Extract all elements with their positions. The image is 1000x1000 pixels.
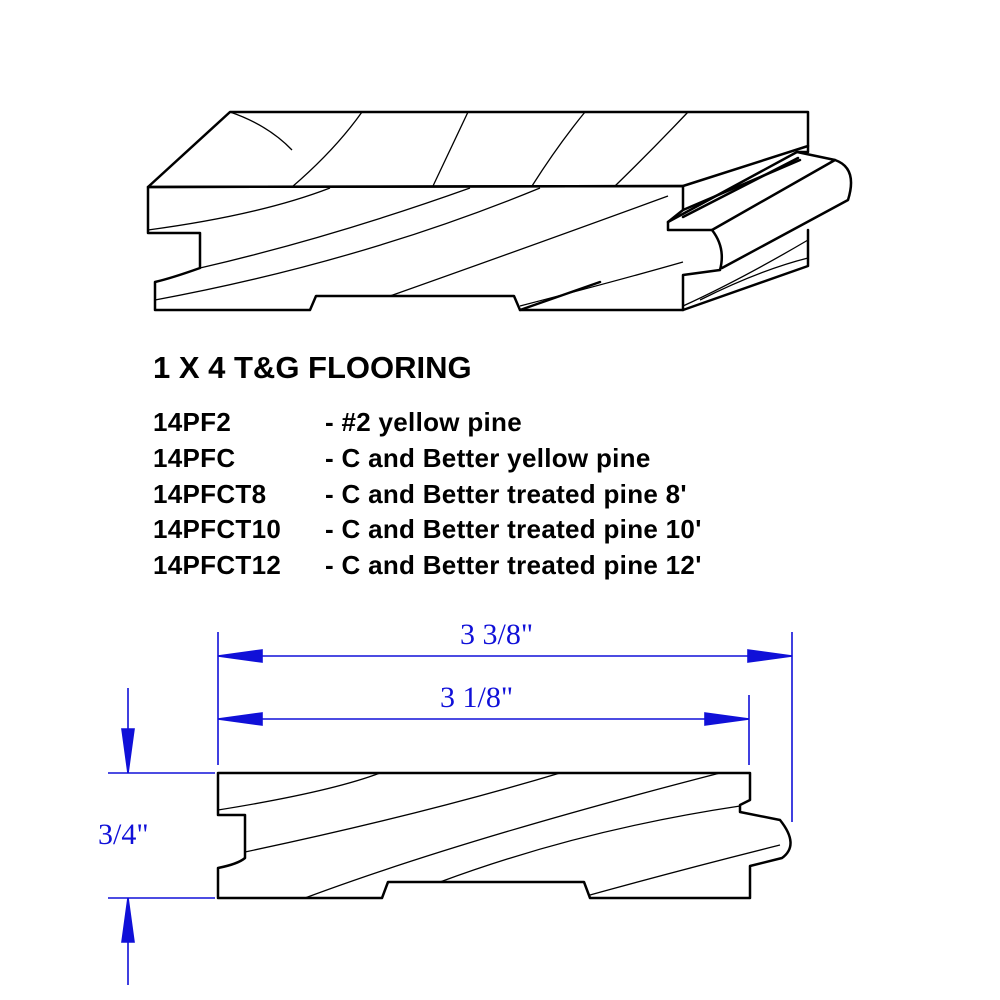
product-code: 14PF2: [153, 407, 232, 437]
thickness-label: 3/4": [98, 818, 149, 851]
product-description: - C and Better treated pine 8': [325, 479, 687, 509]
face-width-label: 3 1/8": [440, 681, 514, 714]
product-description: - C and Better yellow pine: [325, 443, 651, 473]
board-front-face: [146, 184, 723, 312]
product-code: 14PFCT8: [153, 479, 267, 509]
section-wood-grain: [217, 772, 781, 899]
board-top-face: [146, 110, 810, 189]
dimension-lines: [108, 632, 793, 985]
tongue-inner: [681, 156, 800, 219]
wood-grain: [147, 111, 809, 307]
board-section-profile: [216, 771, 792, 900]
diagram-title: 1 X 4 T&G FLOORING: [153, 350, 472, 385]
product-code: 14PFCT12: [153, 550, 282, 580]
product-code: 14PFC: [153, 443, 236, 473]
tongue-end: [710, 158, 853, 270]
product-description: - C and Better treated pine 12': [325, 550, 702, 580]
overall-width-label: 3 3/8": [460, 618, 534, 651]
board-side-face: [681, 228, 810, 312]
product-description: - #2 yellow pine: [325, 407, 522, 437]
product-description: - C and Better treated pine 10': [325, 514, 702, 544]
tongue-front: [795, 150, 837, 162]
product-code: 14PFCT10: [153, 514, 282, 544]
